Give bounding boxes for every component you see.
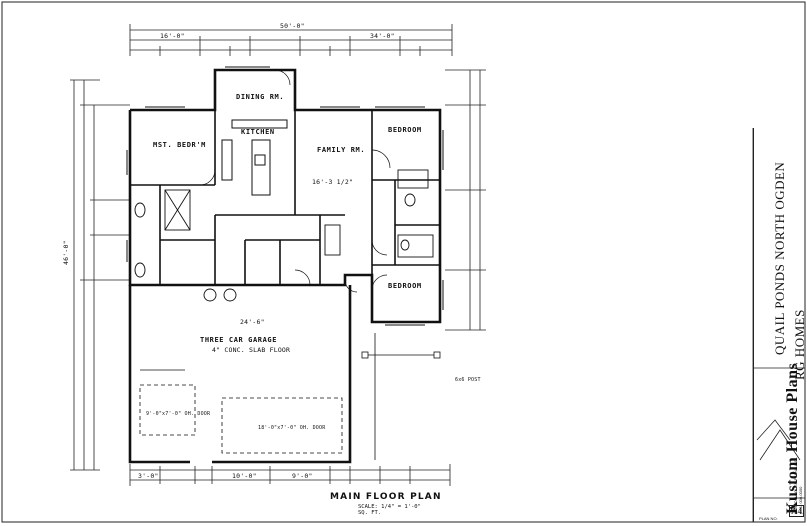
dimension-family-width: 16'-3 1/2" (312, 178, 354, 186)
room-label-bedroom-2: BEDROOM (388, 282, 422, 290)
room-label-garage: THREE CAR GARAGE (200, 336, 278, 344)
room-label-bedroom-1: BEDROOM (388, 126, 422, 134)
bath-fixtures (134, 169, 434, 302)
left-dimension-lines (70, 79, 130, 471)
right-dimension-lines (445, 69, 486, 331)
dimension-top-left: 16'-0" (160, 32, 185, 40)
room-label-dining: DINING RM. (236, 93, 285, 101)
window-marks (126, 66, 444, 326)
sqft-line: SQ. FT. (358, 510, 382, 516)
kitchen-fixtures (221, 119, 288, 196)
project-name: QUAIL PONDS NORTH OGDEN (772, 161, 787, 355)
title-block (753, 128, 806, 522)
dimension-bottom-c: 9'-0" (292, 472, 313, 480)
dimension-garage-depth: 24'-6" (240, 318, 265, 326)
garage-door-note-left: 9'-0"x7'-0" OH. DOOR (146, 411, 211, 417)
door-swings (199, 69, 391, 293)
dimension-overall-top: 50'-0" (280, 22, 305, 30)
garage-door-openings (139, 384, 343, 454)
top-dimension-lines (129, 24, 453, 56)
garage-posts (140, 333, 441, 460)
dimension-bottom-b: 10'-0" (232, 472, 257, 480)
room-label-master-bedroom: MST. BEDR'M (153, 141, 206, 149)
drawing-scale: SCALE: 1/4" = 1'-0" SQ. FT. (358, 504, 421, 516)
plan-number-label: PLAN NO. (759, 516, 778, 521)
dimension-overall-side: 46'-0" (62, 240, 70, 265)
room-label-family: FAMILY RM. (317, 146, 366, 154)
house-exterior-walls (128, 68, 442, 324)
garage-floor-note: 4" CONC. SLAB FLOOR (212, 346, 291, 354)
garage-door-note-right: 18'-0"x7'-0" OH. DOOR (258, 425, 326, 431)
drawing-title: MAIN FLOOR PLAN (330, 492, 442, 502)
bottom-dimension-lines (129, 464, 451, 486)
room-label-kitchen: KITCHEN (241, 128, 275, 136)
post-note: 6x6 POST (455, 377, 481, 383)
garage-walls (128, 285, 352, 464)
sheet-number: A4 (789, 505, 804, 517)
scale-line: SCALE: 1/4" = 1'-0" (358, 504, 421, 510)
dimension-bottom-a: 3'-0" (138, 472, 159, 480)
dimension-top-right: 34'-0" (370, 32, 395, 40)
